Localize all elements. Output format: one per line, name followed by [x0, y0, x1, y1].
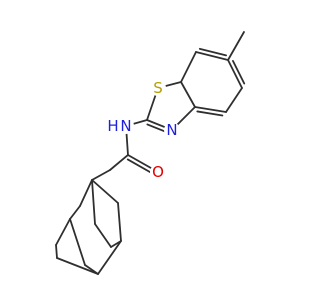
ring-nitrogen-label-background: [164, 122, 180, 138]
bond-ad-3: [91, 179, 96, 225]
bond-aromatic-1: [195, 51, 229, 61]
bond-aromatic-3: [180, 81, 196, 108]
bond-ad-7: [69, 218, 86, 266]
bond-ad-8: [94, 223, 112, 248]
bond-layer: [55, 31, 246, 275]
amide-hydrogen-label: H: [107, 117, 118, 135]
bond-aromatic-5: [225, 87, 243, 113]
oxygen-label: O: [152, 163, 164, 181]
bond-carbonyl-double: [126, 158, 156, 176]
bond-ad-13: [56, 257, 99, 275]
bond-aromatic-6-double: [232, 59, 246, 85]
amide-hydrogen-label-background: [105, 118, 121, 134]
bond-ad-11: [55, 244, 58, 259]
bond-aromatic-2: [180, 51, 197, 83]
amide-nitrogen-label-background: [118, 118, 134, 134]
ring-nitrogen-label: N: [166, 121, 177, 139]
bond-methyl: [227, 31, 245, 61]
amide-nitrogen-label: N: [120, 117, 131, 135]
bond-ad-1: [91, 179, 119, 204]
sulfur-label: S: [153, 79, 163, 97]
bond-aromatic-6: [227, 59, 243, 89]
oxygen-label-background: [150, 164, 166, 180]
sulfur-label-background: [150, 80, 166, 96]
bond-ad-6: [55, 218, 71, 246]
bond-ad-5: [69, 205, 81, 220]
bond-ad-4: [117, 202, 122, 242]
bond-ch2-adamantane: [91, 169, 111, 181]
bond-ad-10: [97, 240, 122, 275]
bond-ad-2: [79, 179, 93, 207]
bond-ccarbonyl-ch2: [109, 154, 129, 171]
bond-aromatic-1-double: [198, 47, 227, 57]
bond-aromatic-4-double: [196, 110, 224, 117]
bond-aromatic-4: [194, 106, 227, 113]
